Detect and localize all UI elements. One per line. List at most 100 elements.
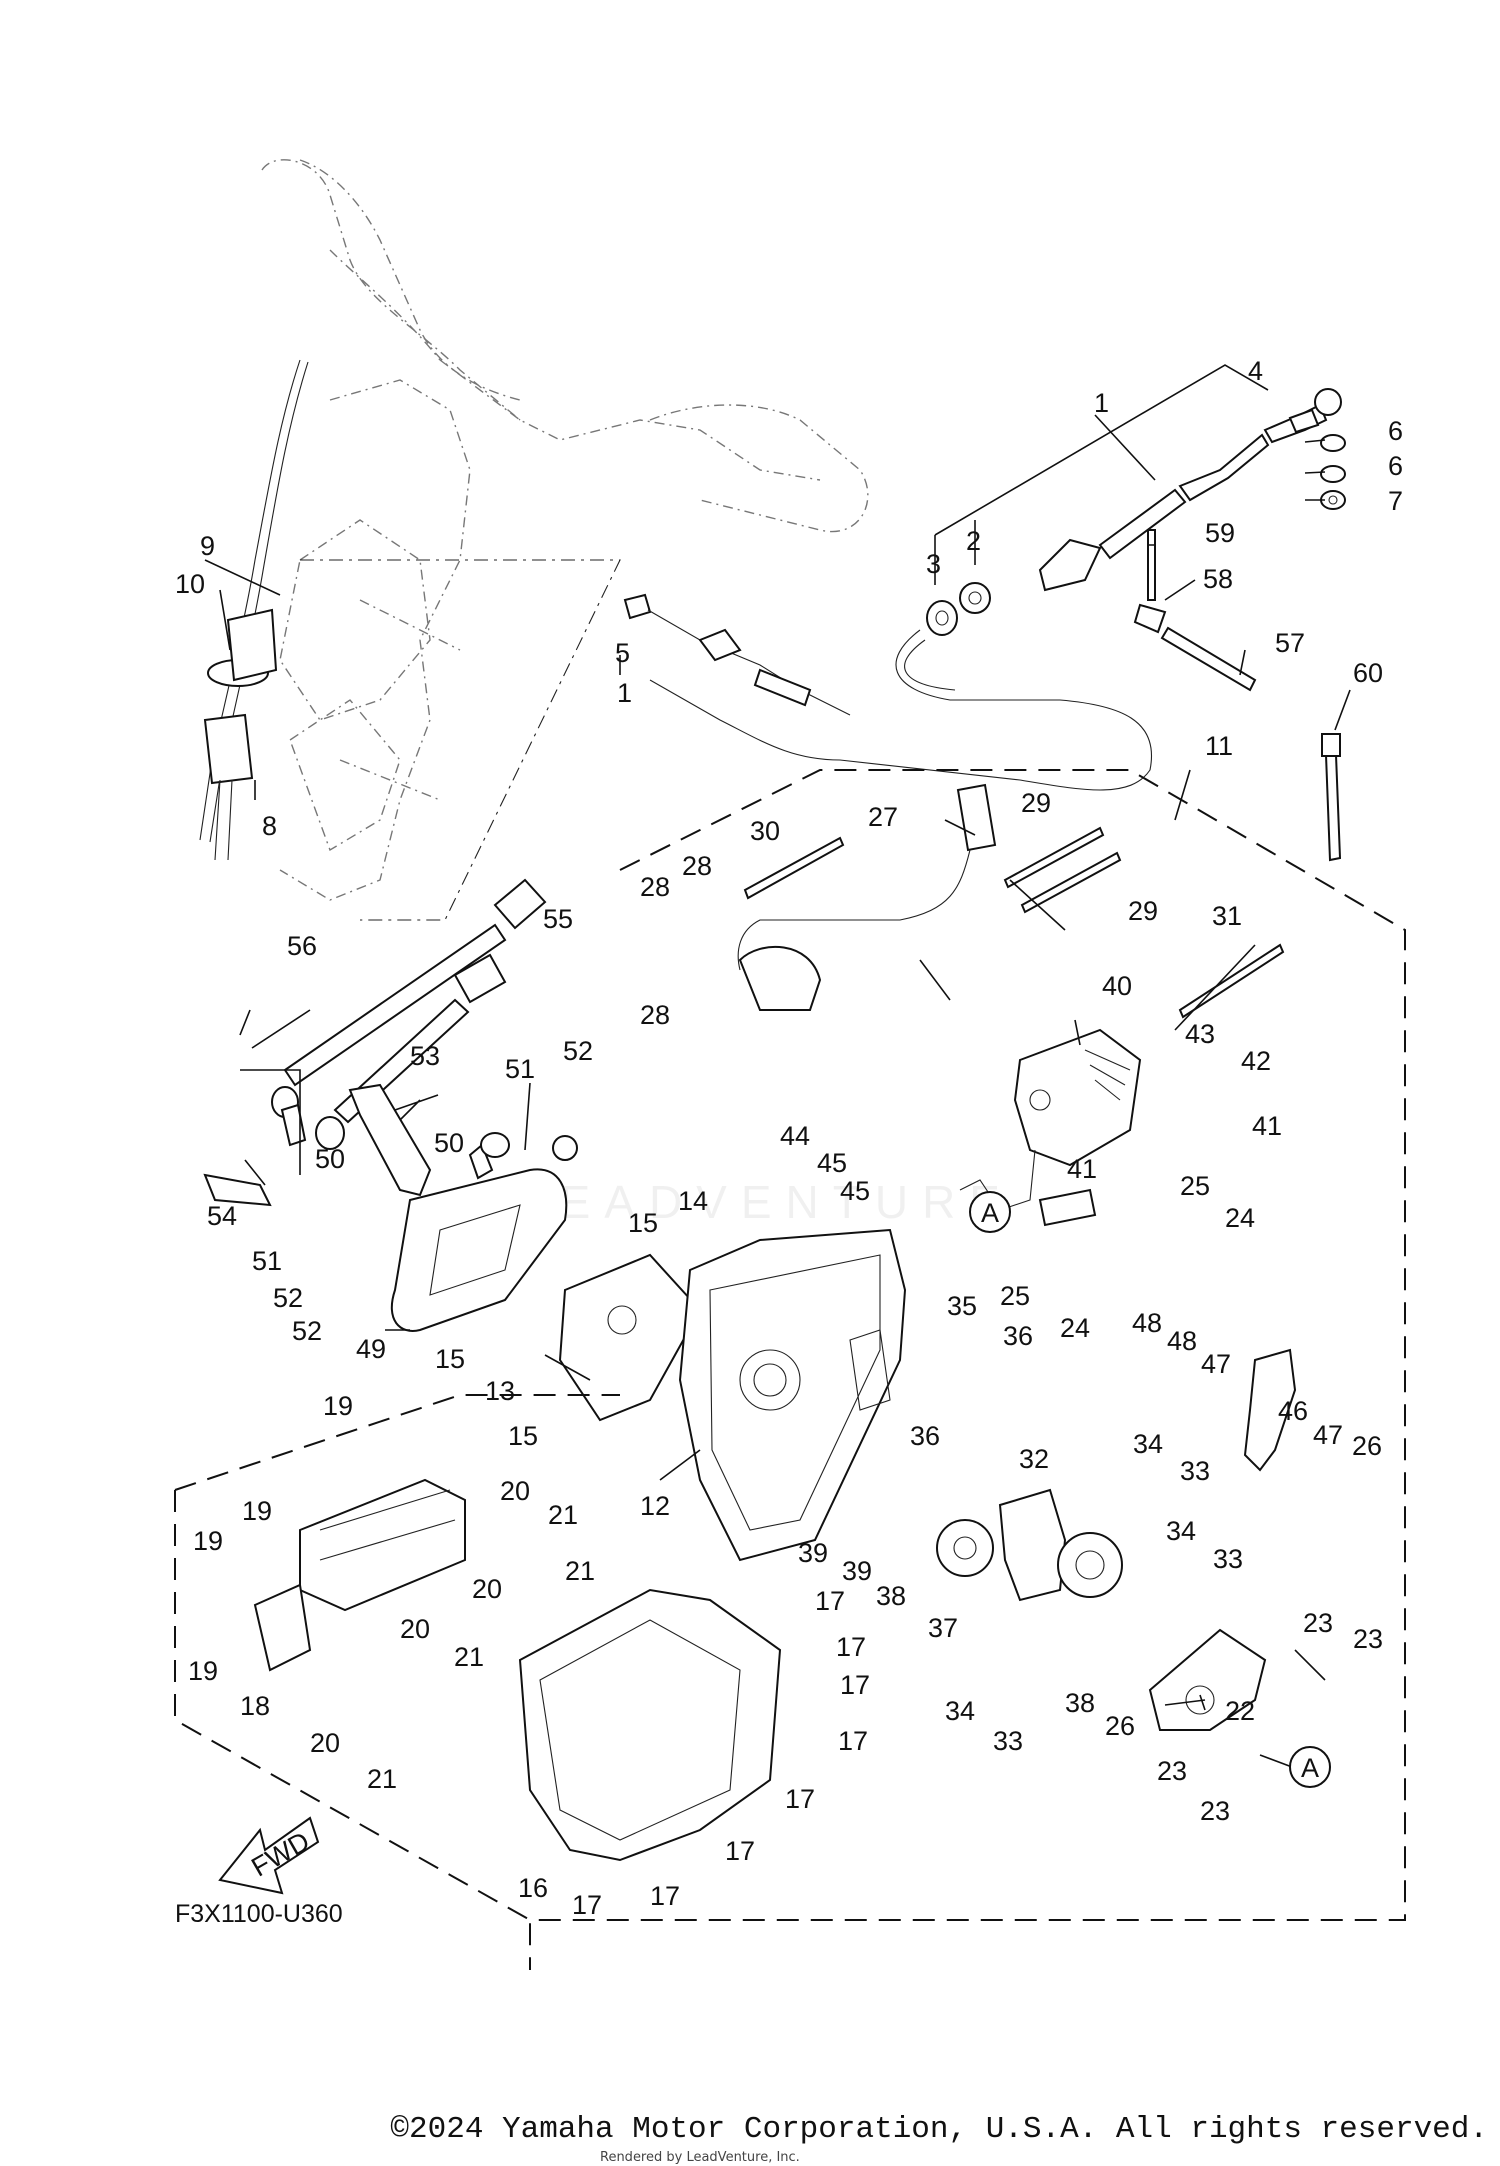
callout-c15b: 15 [435, 1344, 465, 1374]
callout-c18: 18 [240, 1691, 270, 1721]
callout-c48b: 48 [1167, 1326, 1197, 1356]
copyright-notice: ©2024 Yamaha Motor Corporation, U.S.A. A… [390, 2112, 1488, 2147]
callout-c4: 4 [1248, 356, 1263, 386]
side-cover [518, 1588, 782, 1862]
callout-c22: 22 [1225, 1696, 1255, 1726]
fwd-arrow: FWD [218, 1816, 320, 1895]
handlebar-ghost-outline [261, 159, 869, 901]
callout-c23a: 23 [1303, 1608, 1333, 1638]
group-boundary-11 [529, 769, 1406, 1970]
cable-ties-upper [1133, 529, 1342, 862]
cable-end-part [623, 593, 652, 620]
throttle-actuator [959, 1028, 1142, 1227]
callout-c52a: 52 [563, 1036, 593, 1066]
lower-bracket [1148, 1628, 1267, 1731]
callout-c58: 58 [1203, 564, 1233, 594]
grip-cable [199, 359, 301, 841]
long-cable-ties [743, 826, 1285, 1019]
callout-c17e: 17 [785, 1784, 815, 1814]
callout-c44: 44 [780, 1121, 810, 1151]
callout-c3: 3 [926, 549, 941, 579]
callout-c40: 40 [1102, 971, 1132, 1001]
callout-c50a: 50 [434, 1128, 464, 1158]
callout-c23c: 23 [1157, 1756, 1187, 1786]
callout-c1: 1 [1094, 388, 1109, 418]
callout-c39b: 39 [842, 1556, 872, 1586]
callout-c41a: 41 [1252, 1111, 1282, 1141]
callout-c28b: 28 [682, 851, 712, 881]
connector-27 [956, 783, 997, 852]
callout-c34c: 34 [945, 1696, 975, 1726]
callout-c11: 11 [1205, 731, 1233, 761]
callout-c6b: 6 [1388, 451, 1403, 481]
diagram-code: F3X1100-U360 [175, 1900, 343, 1928]
callout-c23b: 23 [1353, 1624, 1383, 1654]
callout-c17b: 17 [836, 1632, 866, 1662]
callout-c26b: 26 [1105, 1711, 1135, 1741]
callout-c52b: 52 [273, 1283, 303, 1313]
column-group-outline [300, 559, 621, 921]
ref-marker-a-upper-label: A [981, 1198, 999, 1228]
callout-c19a: 19 [323, 1391, 353, 1421]
callout-c20d: 20 [310, 1728, 340, 1758]
callout-c47a: 47 [1201, 1349, 1231, 1379]
callout-c60: 60 [1353, 658, 1383, 688]
callout-c2: 2 [966, 526, 981, 556]
main-housing [678, 1228, 907, 1562]
callout-c33b: 33 [1213, 1544, 1243, 1574]
callout-c6a: 6 [1388, 416, 1403, 446]
callout-c27: 27 [868, 802, 898, 832]
callout-c30: 30 [750, 816, 780, 846]
callout-c59: 59 [1205, 518, 1235, 548]
gasket-plate [390, 1168, 568, 1332]
callout-c41b: 41 [1067, 1154, 1097, 1184]
callout-c45b: 45 [840, 1176, 870, 1206]
throttle-cable-loop [649, 629, 1152, 791]
callout-c33c: 33 [993, 1726, 1023, 1756]
ref-marker-a-lower-label: A [1301, 1753, 1319, 1783]
callout-c34b: 34 [1166, 1516, 1196, 1546]
callout-c36b: 36 [910, 1421, 940, 1451]
callout-c14: 14 [678, 1186, 708, 1216]
throttle-cable-part [1038, 388, 1342, 592]
callout-c24a: 24 [1225, 1203, 1255, 1233]
callout-c17h: 17 [572, 1890, 602, 1920]
callout-c23d: 23 [1200, 1796, 1230, 1826]
callout-labels: 1 1 2 3 4 5 6 6 7 8 9 10 11 12 13 14 15 … [175, 356, 1403, 1920]
callout-c51b: 51 [252, 1246, 282, 1276]
mount-bracket [558, 1253, 702, 1422]
callout-c28c: 28 [640, 1000, 670, 1030]
callout-c46: 46 [1278, 1396, 1308, 1426]
callout-c56: 56 [287, 931, 317, 961]
callout-c52c: 52 [292, 1316, 322, 1346]
callout-c17c: 17 [840, 1670, 870, 1700]
callout-c21b: 21 [565, 1556, 595, 1586]
callout-c9: 9 [200, 531, 215, 561]
callout-c51a: 51 [505, 1054, 535, 1084]
group-boundary-lower [174, 1394, 620, 1921]
callout-c20c: 20 [400, 1614, 430, 1644]
callout-c8: 8 [262, 811, 277, 841]
ref-marker-a-lower [1289, 1746, 1331, 1788]
callout-c25b: 25 [1000, 1281, 1030, 1311]
callout-c38b: 38 [1065, 1688, 1095, 1718]
callout-c35: 35 [947, 1291, 977, 1321]
callout-c38a: 38 [876, 1581, 906, 1611]
callout-c24b: 24 [1060, 1313, 1090, 1343]
callout-c33a: 33 [1180, 1456, 1210, 1486]
grommet-part [203, 608, 278, 861]
callout-c48a: 48 [1132, 1308, 1162, 1338]
callout-c36a: 36 [1003, 1321, 1033, 1351]
callout-c16: 16 [518, 1873, 548, 1903]
callout-c21c: 21 [454, 1642, 484, 1672]
callout-c31: 31 [1212, 901, 1242, 931]
callout-c19d: 19 [188, 1656, 218, 1686]
washers-upper [926, 434, 1346, 636]
rendered-by-text: Rendered by LeadVenture, Inc. [600, 2150, 800, 2165]
callout-c21a: 21 [548, 1500, 578, 1530]
callout-c42: 42 [1241, 1046, 1271, 1076]
callout-c55: 55 [543, 904, 573, 934]
control-unit [253, 1478, 466, 1672]
lever-part [1243, 1348, 1297, 1472]
callout-c54: 54 [207, 1201, 237, 1231]
